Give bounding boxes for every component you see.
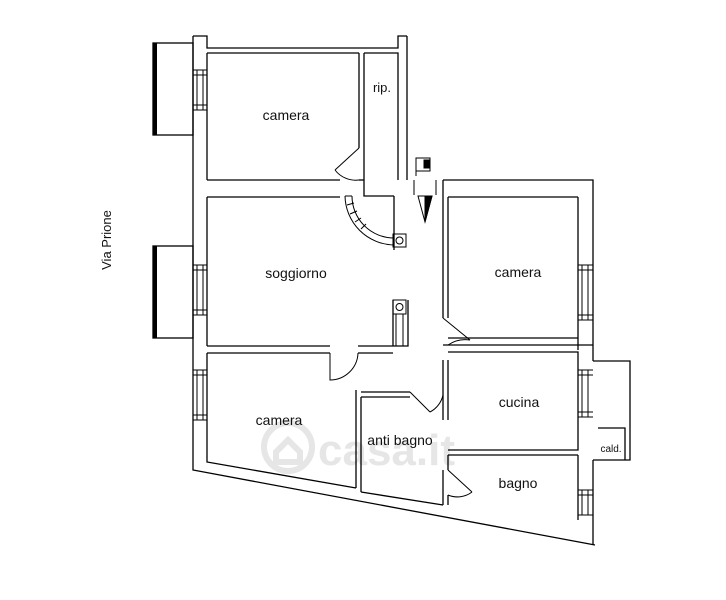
windows-left [193, 69, 207, 421]
room-label-cucina: cucina [499, 394, 540, 410]
watermark-house-icon [261, 420, 315, 474]
room-label-soggiorno: soggiorno [265, 265, 327, 281]
room-label-caldaia: cald. [600, 444, 621, 455]
room-label-bagno: bagno [499, 475, 538, 491]
watermark-text: casa.it [318, 426, 455, 475]
street-label: Via Prione [99, 210, 114, 270]
room-label-camera-top-left: camera [263, 107, 310, 123]
shaft-boxes [392, 233, 407, 346]
windows-right [578, 264, 593, 516]
room-label-camera-bottom-left: camera [256, 412, 303, 428]
balcony-top [152, 42, 194, 136]
doors [329, 147, 473, 498]
curved-stair [344, 195, 395, 246]
interior-walls [207, 52, 626, 520]
room-label-camera-right: camera [495, 264, 542, 280]
room-label-ripostiglio: rip. [373, 80, 391, 95]
outer-walls [192, 35, 631, 546]
balcony-middle [152, 245, 194, 339]
watermark: casa.it [261, 420, 455, 475]
entry-arrow-icon [413, 157, 437, 224]
room-label-anti-bagno: anti bagno [367, 432, 433, 448]
